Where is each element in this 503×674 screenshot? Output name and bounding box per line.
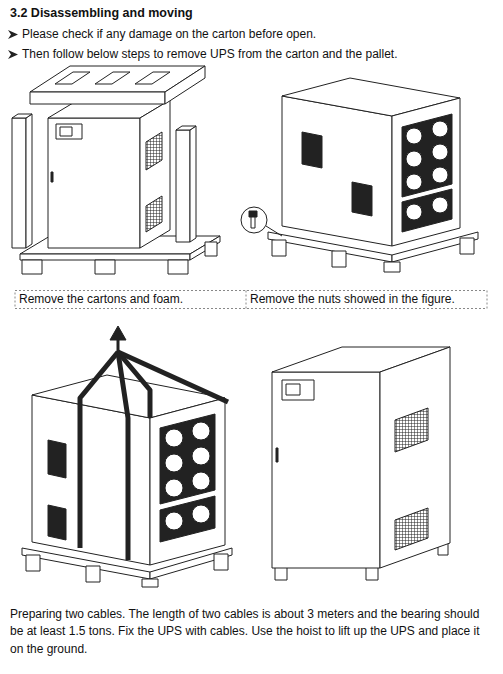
- pallet: [332, 251, 346, 267]
- placed-ups-figure: [272, 372, 380, 568]
- ups-cabinet: [160, 414, 215, 504]
- nut-callout: [241, 207, 282, 236]
- foam-post: [176, 130, 190, 242]
- foam-top: [165, 66, 205, 104]
- foam-top: [30, 92, 165, 104]
- nut-callout: [266, 226, 282, 236]
- foam-top: [55, 72, 90, 84]
- ups-cabinet: [32, 395, 150, 565]
- ups-cabinet: [48, 118, 140, 248]
- foam-post: [12, 118, 26, 248]
- ups-cabinet: [406, 204, 422, 220]
- pallet: [460, 238, 474, 254]
- ups-cabinet: [302, 132, 322, 168]
- ups-cabinet: [140, 100, 170, 248]
- foam-post: [26, 114, 32, 248]
- ups-cabinet: [406, 151, 422, 167]
- packaging-figure: [12, 66, 220, 274]
- placed-ups-figure: [276, 448, 278, 462]
- ups-cabinet: [192, 422, 210, 440]
- ups-cabinet: [160, 496, 215, 542]
- pallet: [86, 566, 100, 582]
- lifting-cable: [80, 352, 228, 560]
- ups-cabinet: [48, 100, 170, 248]
- pallet: [95, 260, 115, 274]
- placed-ups-figure: [272, 347, 450, 580]
- pallet: [168, 260, 188, 274]
- foam-top: [135, 72, 170, 84]
- pallet: [22, 260, 42, 274]
- ups-cabinet: [406, 174, 422, 190]
- ups-cabinet: [146, 196, 162, 232]
- placed-ups-figure: [380, 347, 450, 568]
- bullet-arrow: [8, 50, 18, 59]
- foam-post: [176, 126, 196, 130]
- ups-cabinet: [352, 182, 372, 216]
- ups-cabinet: [282, 96, 392, 246]
- lifting-cable: [80, 352, 118, 548]
- foam-post: [12, 114, 32, 118]
- lifting-figure: [22, 326, 232, 587]
- pallet: [142, 579, 158, 587]
- placed-ups-figure: [395, 408, 428, 452]
- ups-cabinet: [165, 479, 183, 497]
- ups-cabinet: [392, 98, 460, 246]
- caption-frame: [15, 291, 487, 309]
- ups-cabinet: [432, 144, 448, 160]
- figure-caption: Remove the nuts showed in the figure.: [250, 291, 484, 308]
- caption-frame: [246, 291, 247, 309]
- pallet: [20, 254, 190, 260]
- ups-cabinet: [165, 512, 183, 530]
- lifting-cable: [118, 352, 228, 402]
- ups-cabinet: [146, 132, 162, 170]
- ups-cabinet: [48, 440, 66, 478]
- foam-top: [95, 72, 130, 84]
- pallet: [384, 262, 400, 272]
- ups-cabinet: [51, 172, 53, 182]
- foam-post: [190, 126, 196, 242]
- placed-ups-figure: [282, 380, 314, 400]
- ups-cabinet: [192, 447, 210, 465]
- bullet-text: Please check if any damage on the carton…: [22, 26, 492, 43]
- caption-frame: [15, 291, 487, 309]
- lift-arrow: [110, 326, 126, 352]
- nut-callout: [249, 211, 257, 217]
- ups-cabinet: [60, 127, 72, 136]
- figure-caption: Remove the cartons and foam.: [19, 291, 243, 308]
- nut-callout: [241, 207, 267, 233]
- section-title: 3.2 Disassembling and moving: [10, 4, 490, 22]
- foam-top: [30, 66, 205, 104]
- ups-cabinet: [48, 505, 66, 540]
- placed-ups-figure: [286, 384, 300, 395]
- bullet-arrow: [8, 30, 18, 39]
- ups-cabinet: [402, 114, 452, 197]
- ups-cabinet: [282, 78, 460, 246]
- bullet-text: Then follow below steps to remove UPS fr…: [22, 46, 492, 63]
- lift-arrow: [110, 326, 126, 340]
- pallet: [214, 554, 228, 570]
- ups-cabinet: [432, 167, 448, 183]
- ups-cabinet: [402, 189, 452, 232]
- ups-cabinet: [432, 121, 448, 137]
- ups-cabinet: [56, 124, 82, 139]
- instruction-paragraph: Preparing two cables. The length of two …: [10, 606, 496, 658]
- pallet: [26, 555, 40, 571]
- lifting-cable: [118, 352, 128, 560]
- ups-cabinet: [406, 128, 422, 144]
- foam-post: [12, 114, 196, 248]
- pallet: [205, 242, 217, 256]
- ups-cabinet: [165, 454, 183, 472]
- ups-cabinet: [192, 505, 210, 523]
- pallet: [272, 240, 286, 256]
- ups-cabinet: [432, 197, 448, 213]
- nut-callout: [251, 217, 255, 228]
- nut-removal-figure: [241, 78, 478, 272]
- bullet-arrow: [8, 30, 18, 59]
- ups-cabinet: [192, 472, 210, 490]
- placed-ups-figure: [395, 508, 428, 550]
- ups-cabinet: [165, 429, 183, 447]
- ups-cabinet: [150, 398, 225, 565]
